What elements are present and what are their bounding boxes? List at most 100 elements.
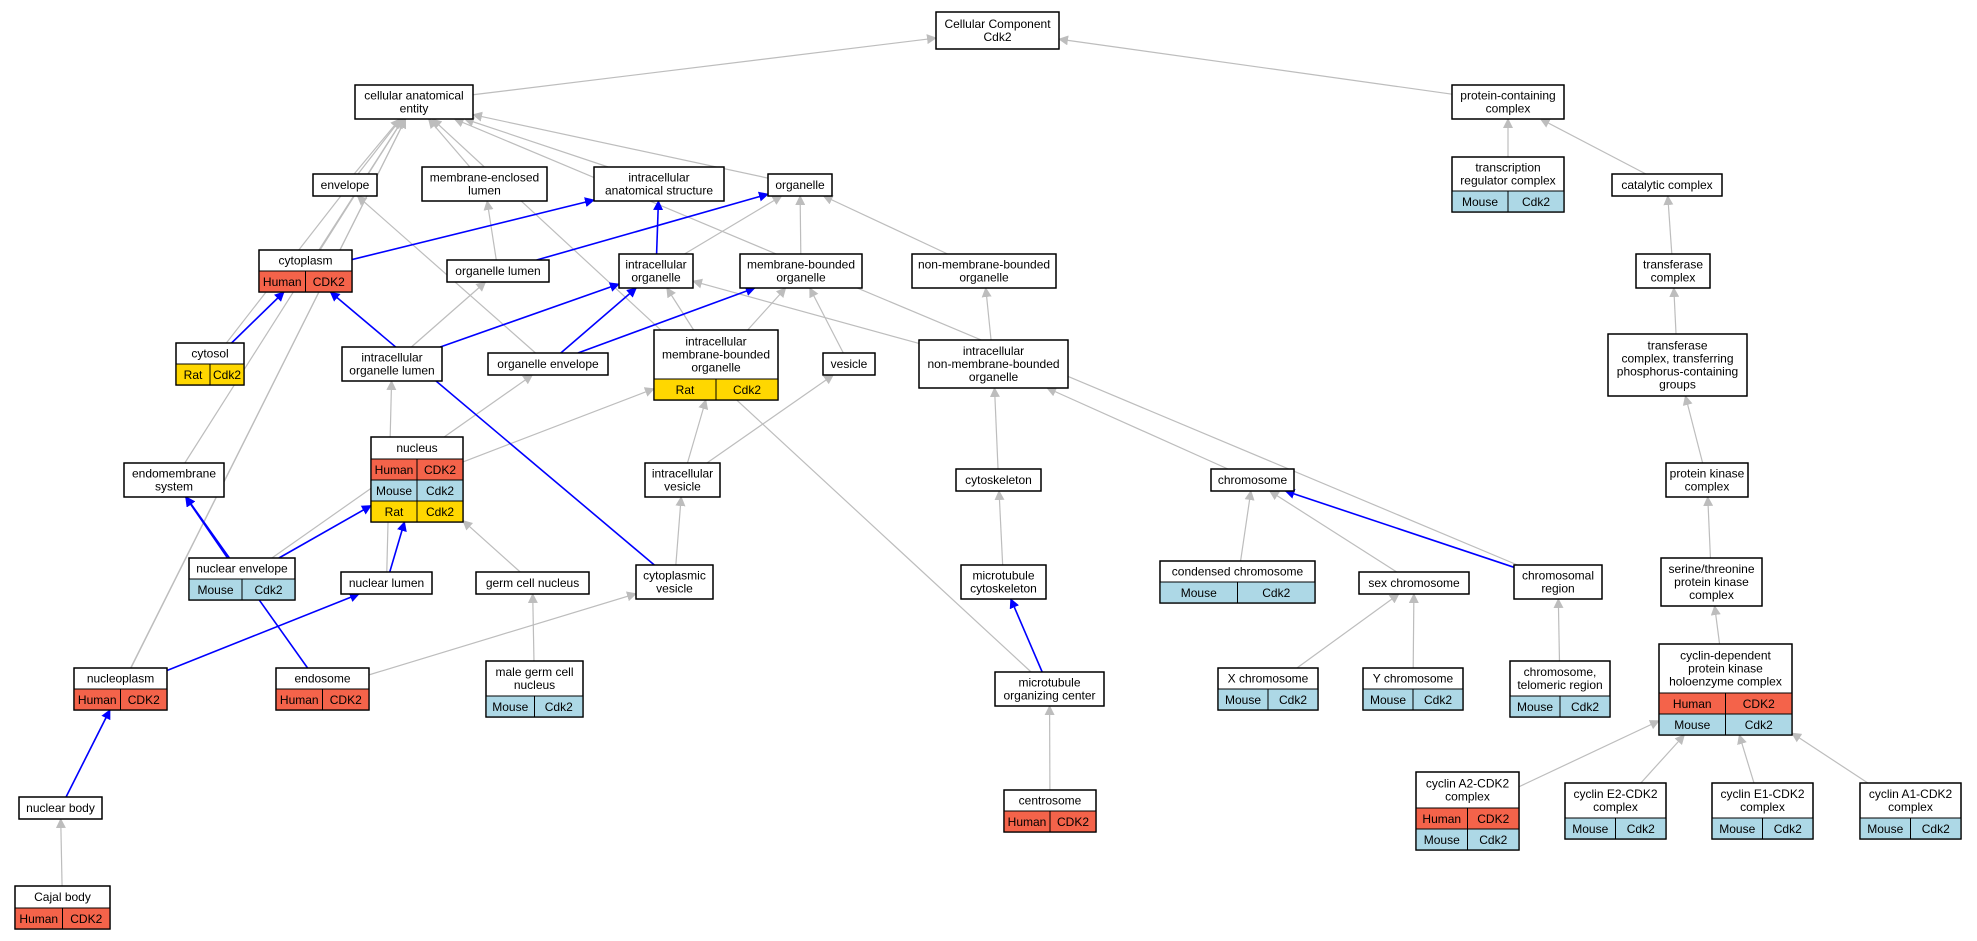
node-label: sex chromosome — [1368, 576, 1460, 590]
node-organelle-lumen[interactable]: organelle lumen — [446, 259, 550, 283]
node-organelle-envelope[interactable]: organelle envelope — [487, 352, 609, 376]
species-label: Mouse — [1867, 822, 1903, 836]
node-label: organelle — [691, 361, 741, 375]
species-label: Human — [280, 693, 319, 707]
node-label: envelope — [321, 178, 370, 192]
species-label: Human — [19, 912, 58, 926]
node-label: germ cell nucleus — [486, 576, 579, 590]
gene-label: Cdk2 — [1922, 822, 1950, 836]
node-border — [421, 166, 548, 202]
node-border — [955, 468, 1042, 492]
gene-label: CDK2 — [424, 463, 456, 477]
node-border — [1509, 660, 1611, 718]
node-cytoskeleton[interactable]: cytoskeleton — [955, 468, 1042, 492]
node-border — [258, 249, 353, 293]
node-label: phosphorus-containing — [1617, 365, 1738, 379]
edge-intracellular-non-membrane-bounded-organelle-to-non-membrane-bounded-organelle — [981, 287, 992, 341]
node-border — [1611, 173, 1723, 197]
node-nuclear-body[interactable]: nuclear body — [18, 796, 103, 820]
edge-cytoplasmic-vesicle-to-cytoplasm — [329, 291, 655, 566]
species-label: Mouse — [1674, 718, 1710, 732]
node-label: groups — [1659, 378, 1696, 392]
node-label: nuclear envelope — [196, 562, 288, 576]
species-label: Human — [78, 693, 117, 707]
node-label: cytoplasm — [278, 254, 332, 268]
gene-label: CDK2 — [313, 275, 345, 289]
node-border — [188, 557, 296, 601]
node-germ-cell-nucleus[interactable]: germ cell nucleus — [475, 571, 590, 595]
node-label: chromosome, — [1524, 665, 1597, 679]
node-border — [18, 796, 103, 820]
node-catalytic-complex[interactable]: catalytic complex — [1611, 173, 1723, 197]
node-label: telomeric region — [1517, 678, 1602, 692]
node-intracellular-non-membrane-bounded-organelle[interactable]: intracellularnon-membrane-boundedorganel… — [918, 339, 1069, 389]
node-organelle[interactable]: organelle — [767, 173, 833, 197]
node-intracellular-membrane-bounded-organelle[interactable]: intracellularmembrane-boundedorganelleRa… — [653, 329, 779, 401]
node-border — [123, 462, 225, 498]
edge-cyclin-e1-cdk2-to-cyclin-dependent-holoenzyme — [1737, 734, 1755, 784]
node-sex-chromosome[interactable]: sex chromosome — [1358, 571, 1470, 595]
node-nuclear-lumen[interactable]: nuclear lumen — [340, 571, 433, 595]
gene-label: Cdk2 — [733, 383, 761, 397]
node-label: chromosome — [1218, 473, 1288, 487]
species-label: Mouse — [1572, 822, 1608, 836]
node-label: complex, transferring — [1621, 352, 1733, 366]
node-border — [1660, 557, 1763, 607]
edge-intracellular-membrane-bounded-organelle-to-membrane-bounded-organelle — [747, 287, 787, 331]
node-label: system — [155, 480, 193, 494]
edge-protein-kinase-complex-to-transferase-complex-phospho — [1682, 395, 1704, 464]
edge-intracellular-anatomical-structure-to-cellular-anatomical-entity — [463, 117, 609, 168]
node-border — [1159, 560, 1316, 604]
node-vesicle[interactable]: vesicle — [822, 352, 876, 376]
species-label: Human — [1673, 697, 1712, 711]
node-border — [994, 671, 1105, 707]
node-border — [475, 571, 590, 595]
node-border — [1358, 571, 1470, 595]
gene-label: Cdk2 — [1774, 822, 1802, 836]
node-label: complex — [1740, 800, 1785, 814]
node-chromosome[interactable]: chromosome — [1210, 468, 1295, 492]
node-envelope[interactable]: envelope — [312, 173, 378, 197]
node-label: endosome — [294, 672, 350, 686]
node-label: nucleus — [396, 441, 437, 455]
node-label: transferase — [1647, 339, 1707, 353]
